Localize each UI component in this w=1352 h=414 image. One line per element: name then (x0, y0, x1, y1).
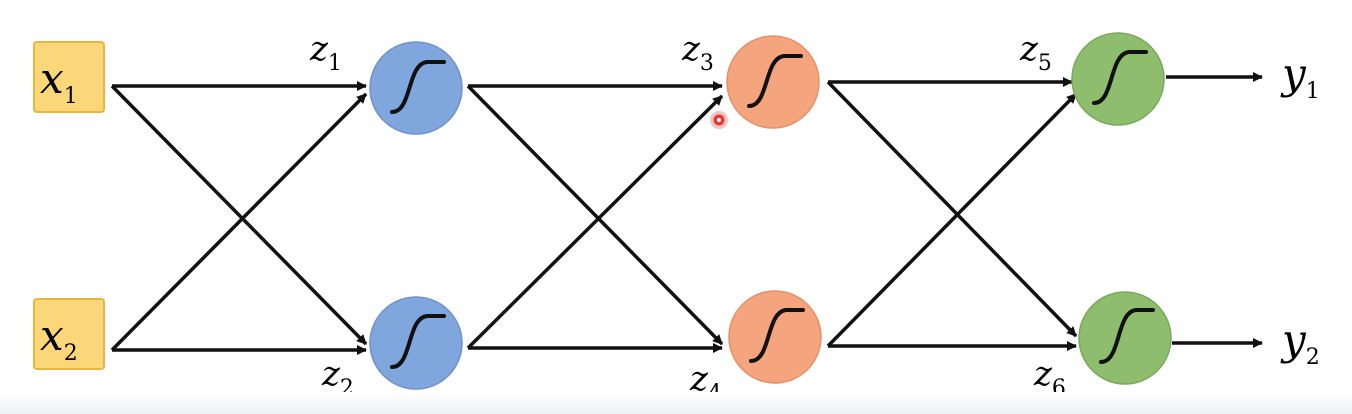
output-layer: y1 y2 (1280, 49, 1320, 370)
output-label-y2: y2 (1280, 315, 1320, 370)
edge-x2-z1 (110, 92, 368, 352)
label-z1: z1 (309, 29, 342, 76)
label-z5: z5 (1019, 29, 1052, 76)
output-label-y1: y1 (1280, 49, 1320, 104)
edges (110, 72, 1263, 355)
label-z3: z3 (681, 29, 714, 76)
neuron-z3 (726, 35, 820, 129)
hidden-labels: z1 z2 z3 z4 z5 z6 (309, 29, 1066, 406)
input-layer: x1 x2 (33, 41, 105, 370)
pointer-marker-icon (710, 111, 728, 129)
edge-x1-z2 (110, 84, 368, 346)
neuron-z1 (369, 41, 463, 135)
neuron-z2 (369, 296, 463, 390)
sigmoid-curve-icon (747, 54, 803, 108)
input-box-x1 (33, 41, 105, 113)
input-label-x1: x1 (40, 54, 78, 109)
edge-z4-z5 (826, 92, 1078, 348)
neuron-z4 (728, 290, 822, 384)
sigmoid-curve-icon (390, 60, 446, 114)
neuron-z6 (1078, 291, 1172, 385)
sigmoid-icons (390, 50, 1155, 369)
input-box-x2 (33, 298, 105, 370)
input-label-x2: x2 (40, 311, 78, 366)
edge-z2-z3 (466, 94, 724, 350)
neuron-z5 (1071, 32, 1165, 126)
bottom-shadow (0, 392, 1352, 414)
sigmoid-curve-icon (1099, 308, 1155, 364)
edge-z1-z4 (466, 84, 724, 346)
sigmoid-curve-icon (390, 314, 446, 369)
sigmoid-curve-icon (749, 308, 805, 363)
sigmoid-curve-icon (1092, 50, 1148, 105)
edge-z3-z6 (826, 80, 1078, 338)
